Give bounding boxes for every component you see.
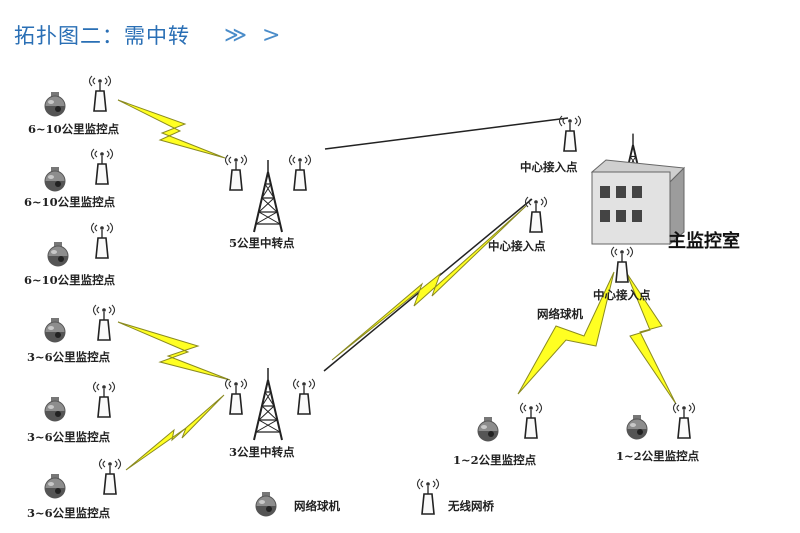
main-building-icon bbox=[590, 132, 686, 246]
antenna-icon bbox=[98, 458, 122, 495]
antenna-icon bbox=[90, 148, 114, 185]
antenna-icon bbox=[524, 196, 548, 233]
antenna-icon bbox=[672, 402, 696, 439]
camera-icon bbox=[47, 241, 69, 267]
page-title: 拓扑图二：需中转 bbox=[14, 24, 190, 48]
link-relay5-center bbox=[324, 117, 569, 150]
antenna-icon bbox=[92, 381, 116, 418]
site-label-3-6: 3~6公里监控点 bbox=[27, 350, 111, 364]
camera-icon bbox=[44, 166, 66, 192]
site-label-1-2: 1~2公里监控点 bbox=[616, 449, 700, 463]
antenna-icon bbox=[288, 154, 312, 191]
antenna-icon bbox=[90, 222, 114, 259]
antenna-icon bbox=[519, 402, 543, 439]
site-label-6-10: 6~10公里监控点 bbox=[24, 273, 116, 287]
camera-icon bbox=[44, 317, 66, 343]
camera-icon bbox=[44, 473, 66, 499]
antenna-icon bbox=[224, 154, 248, 191]
camera-icon bbox=[44, 396, 66, 422]
antenna-icon bbox=[292, 378, 316, 415]
relay3-label: 3公里中转点 bbox=[229, 445, 295, 459]
camera-icon bbox=[477, 416, 499, 442]
bolt-relay3-center bbox=[331, 205, 527, 361]
relay5-tower-icon bbox=[253, 159, 283, 233]
bolt-center-site1 bbox=[517, 271, 615, 395]
antenna-icon bbox=[224, 378, 248, 415]
camera-icon bbox=[44, 91, 66, 117]
antenna-icon bbox=[558, 115, 582, 152]
dome-camera-label: 网络球机 bbox=[537, 307, 583, 321]
legend-camera-icon bbox=[255, 491, 277, 517]
bolt-3-6-relay3-upper bbox=[117, 321, 231, 381]
center-access-label: 中心接入点 bbox=[593, 288, 651, 302]
site-label-6-10: 6~10公里监控点 bbox=[28, 122, 120, 136]
site-label-3-6: 3~6公里监控点 bbox=[27, 506, 111, 520]
bolt-6-10-relay5 bbox=[117, 99, 226, 159]
center-access-label: 中心接入点 bbox=[520, 160, 578, 174]
center-access-label: 中心接入点 bbox=[488, 239, 546, 253]
site-label-3-6: 3~6公里监控点 bbox=[27, 430, 111, 444]
camera-icon bbox=[626, 414, 648, 440]
chevron-right-icon[interactable]: ≫ > bbox=[224, 22, 285, 48]
site-label-1-2: 1~2公里监控点 bbox=[453, 453, 537, 467]
legend-bridge-label: 无线网桥 bbox=[447, 499, 494, 513]
site-label-6-10: 6~10公里监控点 bbox=[24, 195, 116, 209]
antenna-icon bbox=[92, 304, 116, 341]
main-room-label: 主监控室 bbox=[668, 230, 740, 252]
bolt-center-site2 bbox=[625, 271, 677, 405]
relay5-label: 5公里中转点 bbox=[229, 236, 295, 250]
relay3-tower-icon bbox=[253, 367, 283, 441]
page-header: 拓扑图二：需中转 ≫ > bbox=[14, 18, 284, 52]
bolt-3-6-relay3-lower bbox=[125, 394, 225, 471]
antenna-icon bbox=[88, 75, 112, 112]
legend-camera-label: 网络球机 bbox=[294, 499, 340, 513]
legend-antenna-icon bbox=[416, 478, 440, 515]
wireless-links bbox=[117, 99, 677, 471]
